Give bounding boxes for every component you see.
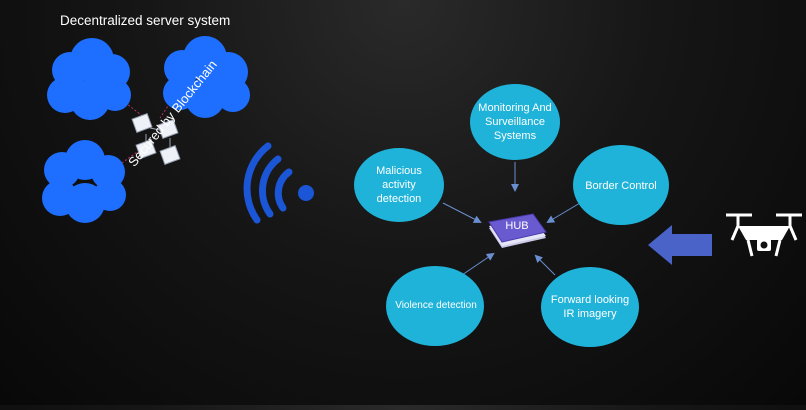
blockchain-icon [131,113,181,165]
wifi-icon [243,142,314,224]
arrow-icon [648,225,712,265]
node-monitoring [470,84,560,160]
cloud-icon [47,38,131,120]
drone-icon [726,213,802,257]
hub-icon [488,213,547,248]
node-violence [386,266,484,346]
cloud-icon [42,140,126,223]
hub-connectors [442,162,581,276]
diagram-title: Decentralized server system [60,13,231,28]
node-forward [541,267,639,347]
node-border [573,145,669,225]
node-malicious [354,148,444,222]
cloud-icon [163,36,250,118]
